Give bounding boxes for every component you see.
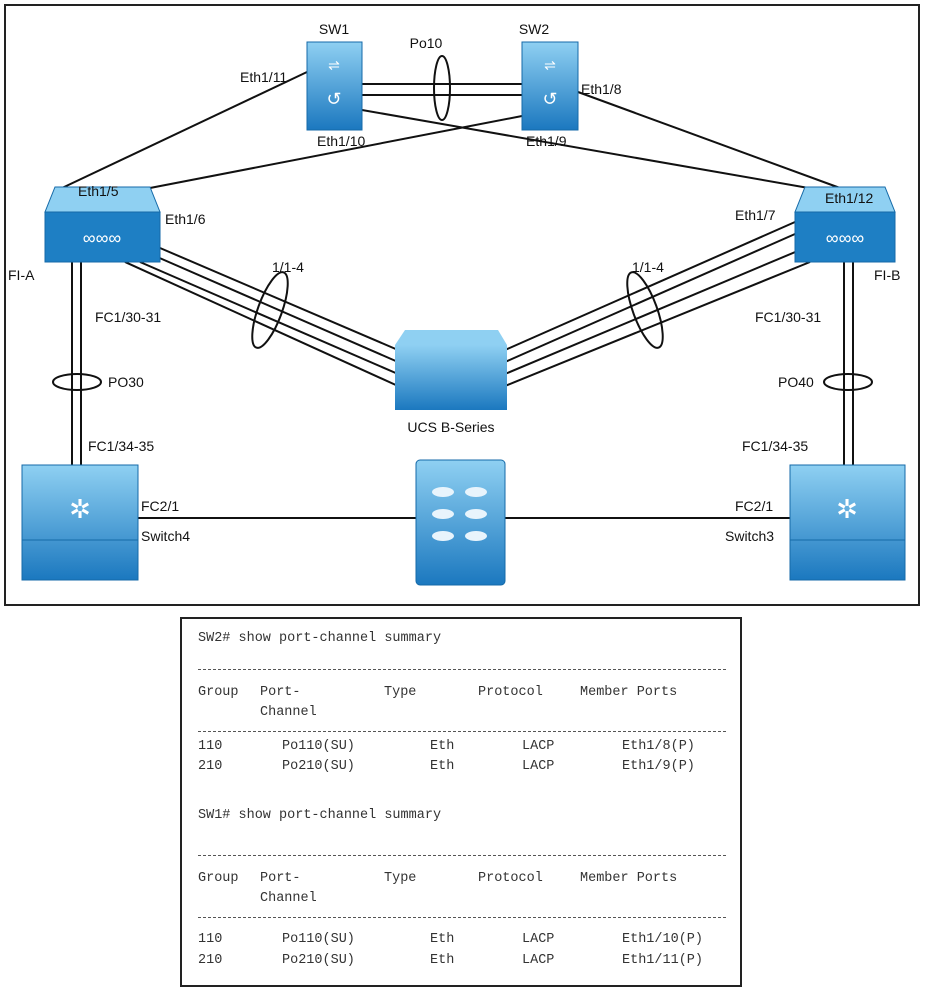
storage-array-device[interactable]	[415, 459, 506, 586]
sw3-fc2-1-label: FC2/1	[735, 498, 773, 514]
switch-icon: ⇌	[328, 57, 340, 73]
fia-fc-label: FC1/30-31	[95, 309, 161, 325]
sw3-fc-up-label: FC1/34-35	[742, 438, 808, 454]
cell-port-channel: Po110(SU)	[282, 739, 355, 754]
cell-type: Eth	[430, 739, 455, 754]
po30-bundle-icon	[52, 373, 102, 391]
cell-member-ports: Eth1/8(P)	[622, 739, 695, 754]
fia-bundle-icon	[251, 271, 289, 349]
links	[52, 55, 873, 519]
cell-group: 110	[198, 932, 223, 947]
fi-b-label: FI-B	[874, 267, 900, 283]
col-protocol: Protocol	[478, 871, 543, 886]
col-channel: Channel	[260, 891, 317, 906]
sw4-fc2-1-label: FC2/1	[141, 498, 179, 514]
fi-a-device[interactable]: ∞∞∞	[44, 186, 161, 263]
fib-fc-label: FC1/30-31	[755, 309, 821, 325]
sw1-eth1-10-label: Eth1/10	[317, 133, 365, 149]
switch3-label: Switch3	[725, 528, 774, 544]
po40-bundle-icon	[823, 373, 873, 391]
col-port: Port-	[260, 871, 301, 886]
cell-group: 210	[198, 759, 223, 774]
ucs-label: UCS B-Series	[407, 419, 494, 435]
fi-b-device[interactable]: ∞∞∞	[794, 186, 896, 263]
cell-protocol: LACP	[522, 759, 555, 774]
col-group: Group	[198, 685, 239, 700]
network-topology-diagram: ⇌ ↺ ⇌ ↺ ∞∞∞ ∞∞∞ ✲ ✲ SW1 SW2	[4, 4, 920, 606]
fi-a-label: FI-A	[8, 267, 35, 283]
sw1-device[interactable]: ⇌ ↺	[306, 41, 363, 131]
link-sw1-fia	[61, 71, 308, 189]
ucs-b-series-device[interactable]	[395, 330, 507, 410]
col-type: Type	[384, 685, 417, 700]
fib-ucs-ports-label: 1/1-4	[632, 259, 664, 275]
cell-port-channel: Po110(SU)	[282, 932, 355, 947]
fabric-interconnect-icon: ∞∞∞	[83, 228, 122, 248]
po10-label: Po10	[410, 35, 443, 51]
divider	[198, 855, 726, 856]
cell-type: Eth	[430, 953, 455, 968]
layer3-icon: ↺	[326, 89, 341, 109]
fib-ucs-links	[504, 221, 811, 387]
po30-label: PO30	[108, 374, 144, 390]
switch-icon: ⇌	[544, 57, 556, 73]
disk-icons	[432, 487, 487, 541]
fia-eth1-6-label: Eth1/6	[165, 211, 206, 227]
cell-protocol: LACP	[522, 953, 555, 968]
cell-port-channel: Po210(SU)	[282, 953, 355, 968]
cell-type: Eth	[430, 759, 455, 774]
mds-switch-icon: ✲	[836, 494, 858, 524]
col-group: Group	[198, 871, 239, 886]
cell-protocol: LACP	[522, 739, 555, 754]
cell-member-ports: Eth1/10(P)	[622, 932, 704, 947]
fib-bundle-icon	[626, 271, 664, 349]
sw1-eth1-11-label: Eth1/11	[240, 69, 287, 85]
sw2-eth1-8-label: Eth1/8	[581, 81, 622, 97]
col-member-ports: Member Ports	[580, 871, 678, 886]
cell-member-ports: Eth1/9(P)	[622, 759, 695, 774]
col-channel: Channel	[260, 705, 317, 720]
fia-ucs-links	[124, 247, 399, 387]
fia-ucs-ports-label: 1/1-4	[272, 259, 304, 275]
link-sw1-fib	[361, 109, 821, 191]
sw2-eth1-9-label: Eth1/9	[526, 133, 567, 149]
fib-eth1-12-label: Eth1/12	[825, 190, 873, 206]
sw2-device[interactable]: ⇌ ↺	[521, 41, 579, 131]
col-port: Port-	[260, 685, 301, 700]
col-type: Type	[384, 871, 417, 886]
sw1-label: SW1	[319, 21, 350, 37]
mds-switch-icon: ✲	[69, 494, 91, 524]
divider	[198, 731, 726, 732]
cell-type: Eth	[430, 932, 455, 947]
divider	[198, 917, 726, 918]
po40-label: PO40	[778, 374, 814, 390]
switch4-label: Switch4	[141, 528, 190, 544]
switch3-device[interactable]: ✲	[789, 464, 906, 581]
cell-protocol: LACP	[522, 932, 555, 947]
col-protocol: Protocol	[478, 685, 543, 700]
cell-port-channel: Po210(SU)	[282, 759, 355, 774]
cli-output-panel: SW2# show port-channel summary Group Por…	[180, 617, 742, 987]
sw2-label: SW2	[519, 21, 550, 37]
sw4-fc-up-label: FC1/34-35	[88, 438, 154, 454]
divider	[198, 669, 726, 670]
link-sw2-fib	[577, 91, 841, 189]
sw2-command: SW2# show port-channel summary	[198, 631, 442, 646]
cell-member-ports: Eth1/11(P)	[622, 953, 704, 968]
fabric-interconnect-icon: ∞∞∞	[826, 228, 865, 248]
sw1-command: SW1# show port-channel summary	[198, 808, 442, 823]
fia-eth1-5-label: Eth1/5	[78, 183, 119, 199]
po10-bundle-icon	[433, 55, 451, 121]
switch4-device[interactable]: ✲	[21, 464, 139, 581]
fib-eth1-7-label: Eth1/7	[735, 207, 776, 223]
col-member-ports: Member Ports	[580, 685, 678, 700]
cell-group: 110	[198, 739, 223, 754]
layer3-icon: ↺	[542, 89, 557, 109]
cell-group: 210	[198, 953, 223, 968]
